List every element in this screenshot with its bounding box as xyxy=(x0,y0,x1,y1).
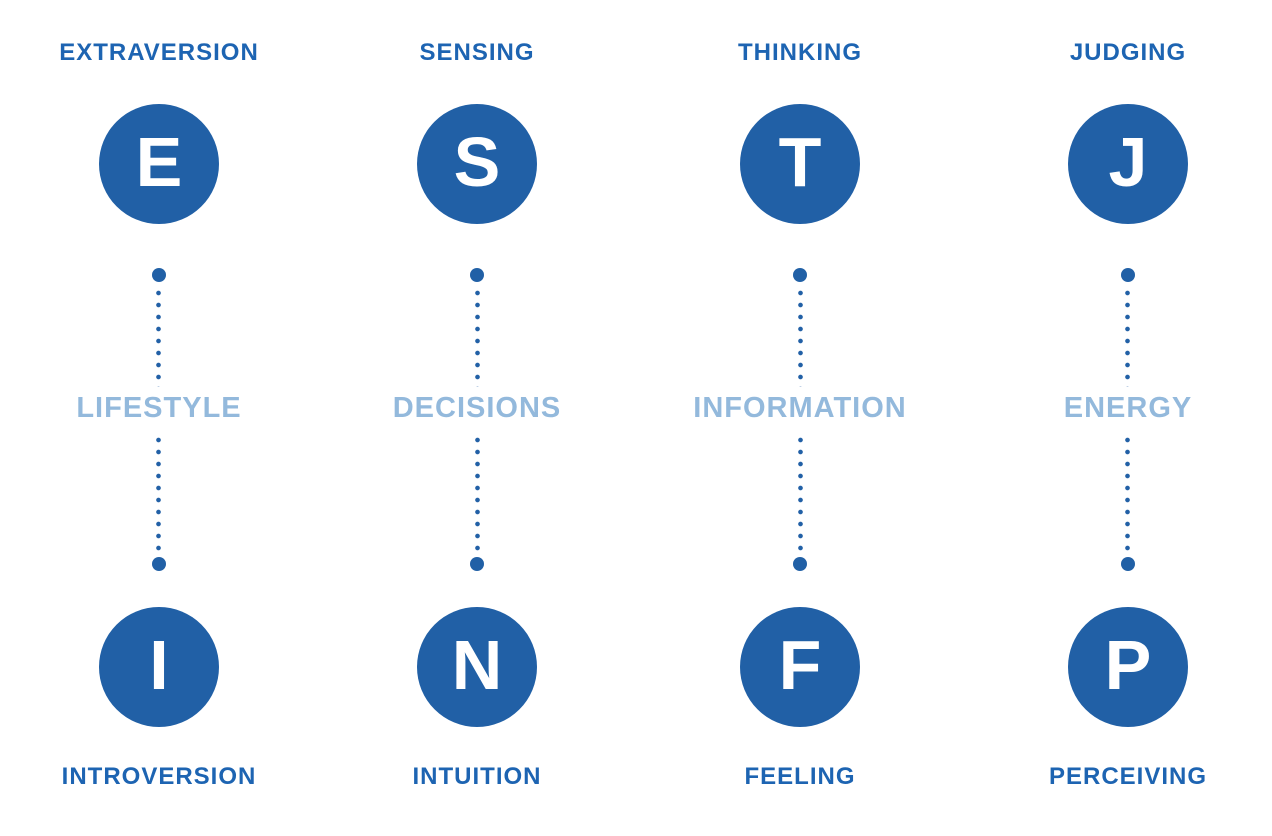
top-trait-label: JUDGING xyxy=(1069,39,1187,66)
top-trait-letter: J xyxy=(1108,123,1148,201)
connector-bottom-dot xyxy=(1120,557,1135,571)
axis-category-label: INFORMATION xyxy=(693,392,907,424)
bottom-trait-label: PERCEIVING xyxy=(1048,763,1208,790)
bottom-trait-circle: I xyxy=(99,607,219,727)
trait-axis-connector: DECISIONS xyxy=(393,268,562,571)
connector-dotted-line-upper xyxy=(156,287,162,387)
axis-category-label: ENERGY xyxy=(1063,392,1193,424)
connector-dotted-line-upper xyxy=(474,287,480,387)
connector-dotted-line-lower xyxy=(1125,434,1131,552)
dichotomy-column-ei: EXTRAVERSION E LIFESTYLE I INTROVERSION xyxy=(0,0,318,836)
connector-top-dot xyxy=(793,268,807,282)
axis-category-label: DECISIONS xyxy=(392,392,562,424)
trait-axis-connector: ENERGY xyxy=(1064,268,1192,571)
bottom-trait-label: INTUITION xyxy=(412,763,542,790)
top-trait-circle: S xyxy=(417,104,537,224)
dichotomy-column-tf: THINKING T INFORMATION F FEELING xyxy=(641,0,959,836)
connector-bottom-dot xyxy=(470,557,484,571)
connector-dotted-line-upper xyxy=(797,287,803,387)
connector-dotted-line-lower xyxy=(797,434,803,552)
trait-axis-connector: INFORMATION xyxy=(693,268,906,571)
top-trait-label: SENSING xyxy=(419,39,535,66)
top-trait-circle: J xyxy=(1068,104,1188,224)
bottom-trait-label: FEELING xyxy=(744,763,856,790)
top-trait-circle: E xyxy=(99,104,219,224)
top-trait-letter: E xyxy=(135,123,183,201)
connector-top-dot xyxy=(1120,268,1135,282)
dichotomy-column-jp: JUDGING J ENERGY P PERCEIVING xyxy=(969,0,1272,836)
bottom-trait-label: INTROVERSION xyxy=(61,763,257,790)
trait-axis-connector: LIFESTYLE xyxy=(76,268,241,571)
connector-top-dot xyxy=(151,268,166,282)
bottom-trait-circle: N xyxy=(417,607,537,727)
connector-dotted-line-upper xyxy=(1125,287,1131,387)
connector-dotted-line-lower xyxy=(474,434,480,552)
top-trait-label: THINKING xyxy=(738,39,862,66)
connector-bottom-dot xyxy=(793,557,807,571)
dichotomy-column-sn: SENSING S DECISIONS N INTUITION xyxy=(318,0,636,836)
top-trait-letter: S xyxy=(453,123,501,201)
bottom-trait-letter: N xyxy=(451,626,503,704)
bottom-trait-letter: I xyxy=(149,626,169,704)
connector-dotted-line-lower xyxy=(156,434,162,552)
top-trait-letter: T xyxy=(778,123,822,201)
top-trait-circle: T xyxy=(740,104,860,224)
connector-bottom-dot xyxy=(151,557,166,571)
connector-top-dot xyxy=(470,268,484,282)
bottom-trait-letter: F xyxy=(778,626,822,704)
bottom-trait-circle: P xyxy=(1068,607,1188,727)
top-trait-label: EXTRAVERSION xyxy=(59,39,259,66)
bottom-trait-circle: F xyxy=(740,607,860,727)
axis-category-label: LIFESTYLE xyxy=(76,392,242,424)
bottom-trait-letter: P xyxy=(1104,626,1152,704)
